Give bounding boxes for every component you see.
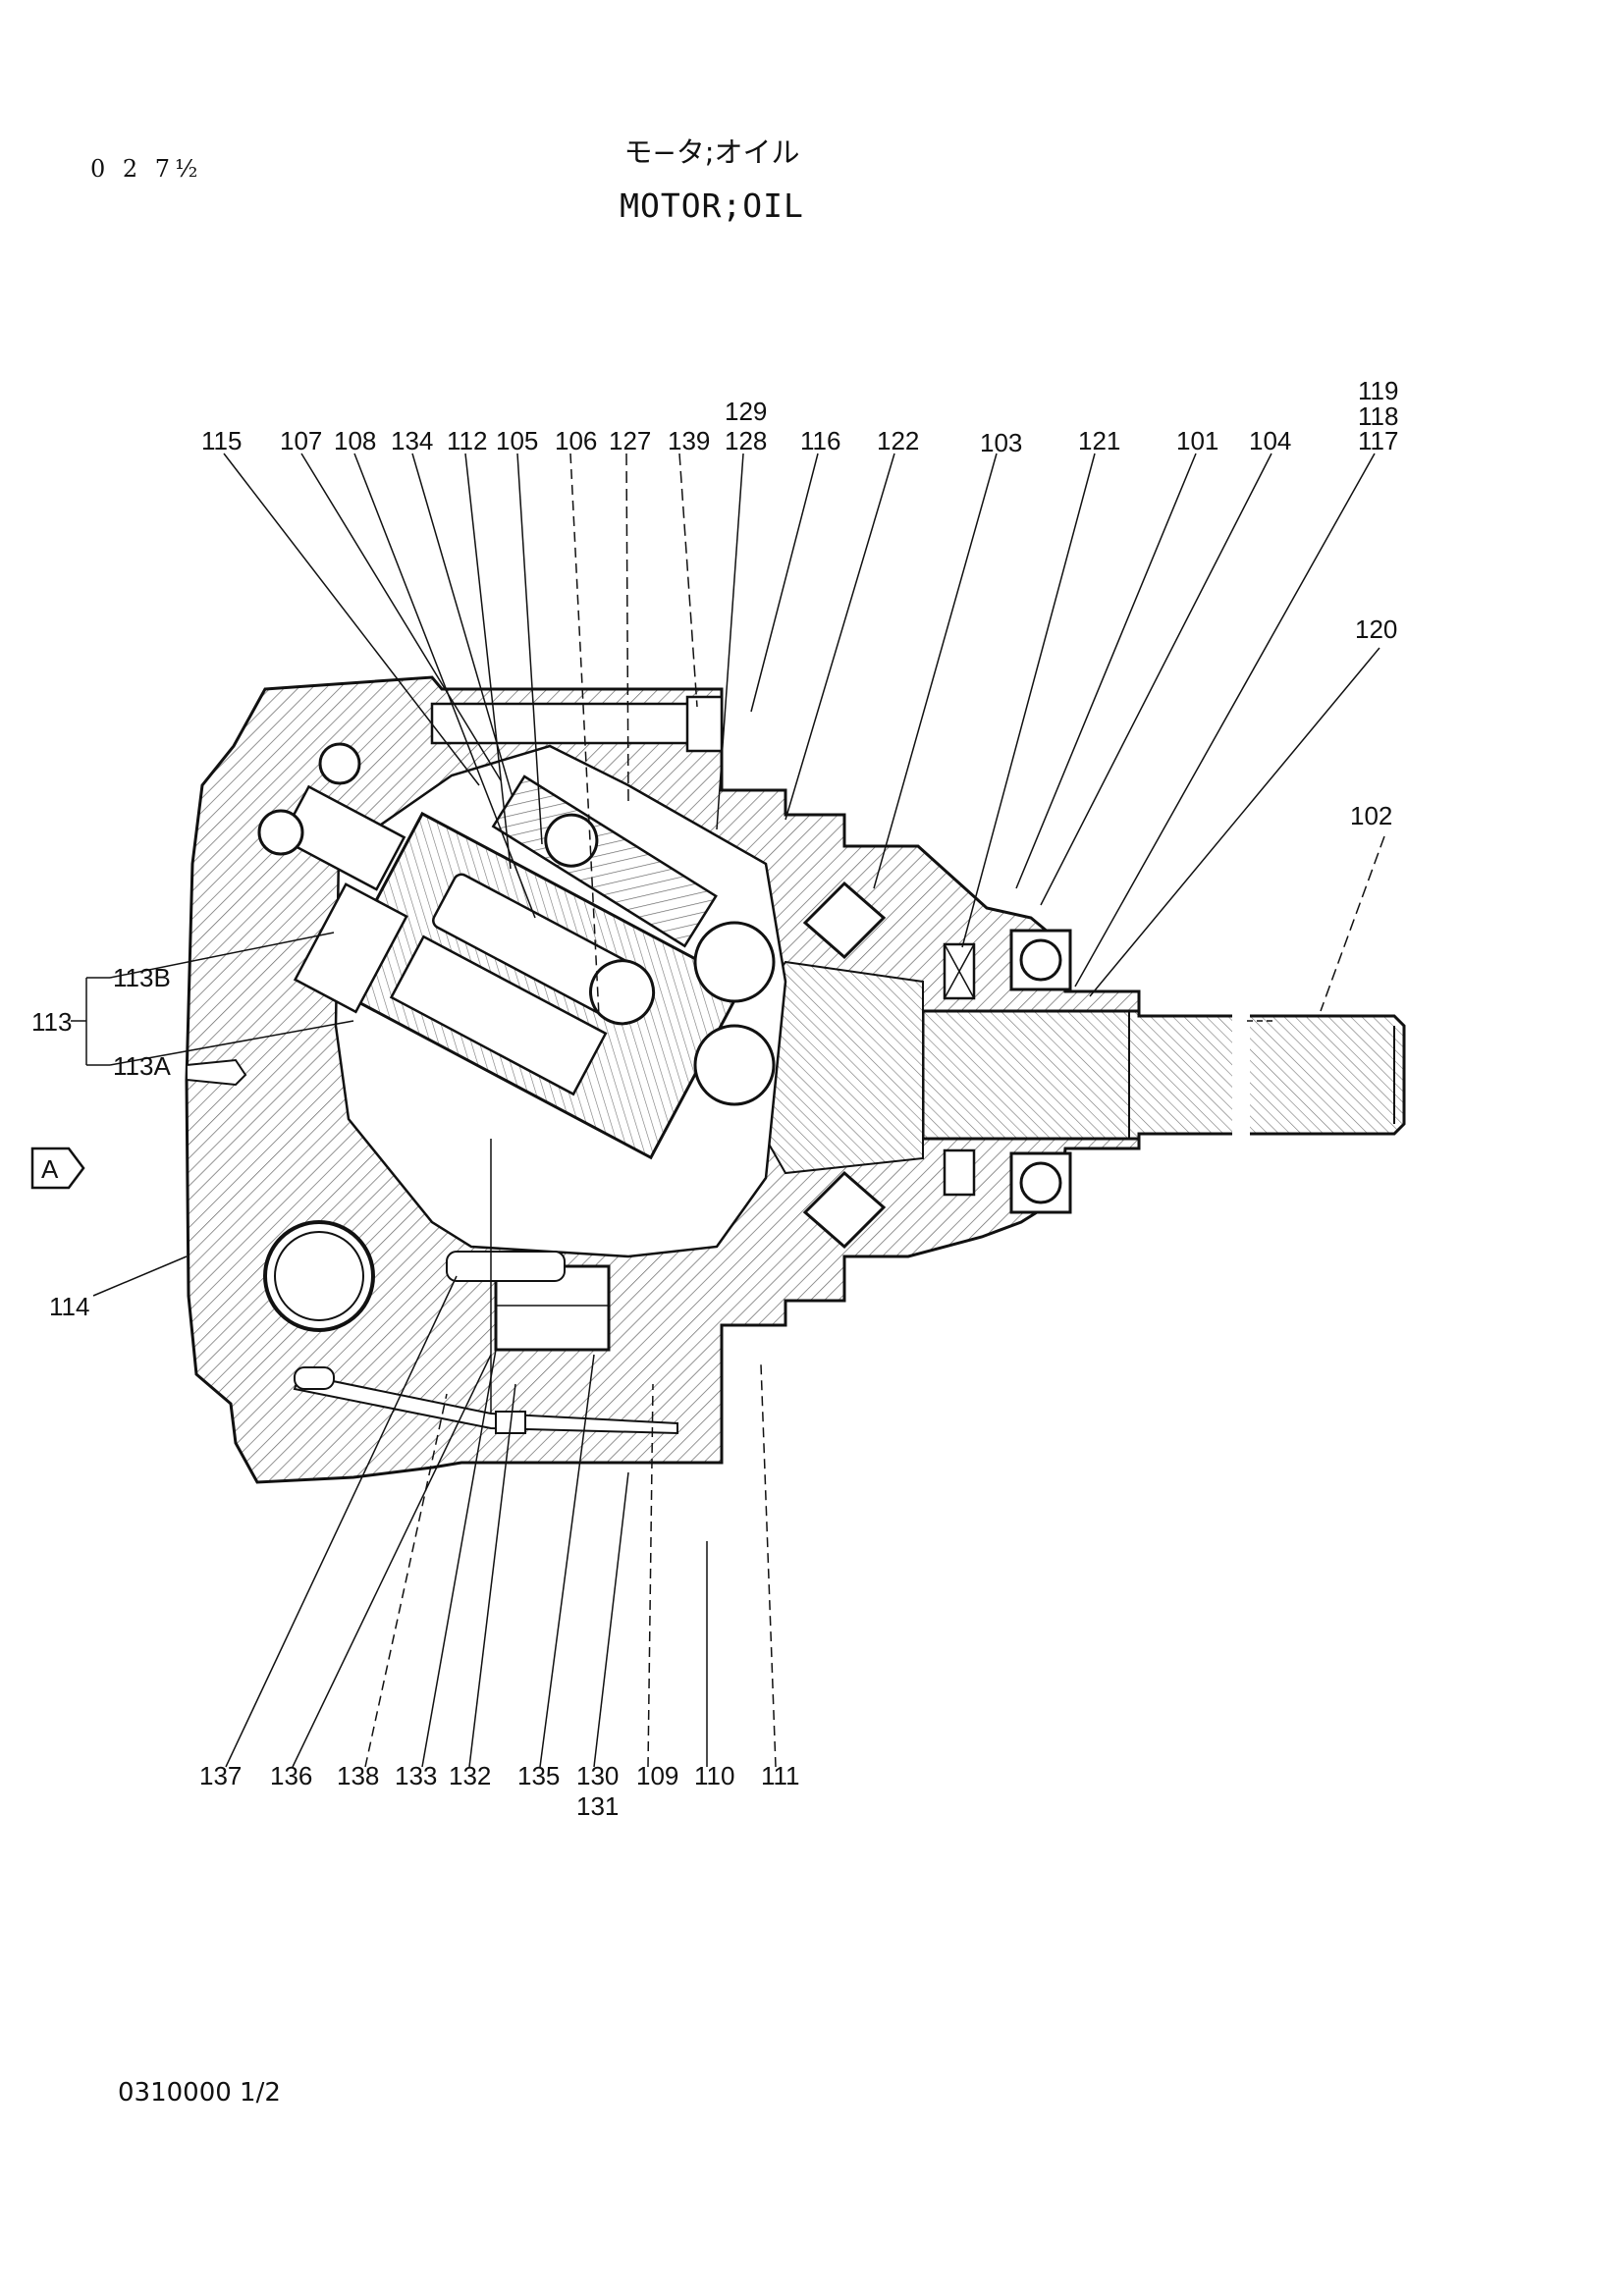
top-bolt <box>430 702 699 745</box>
label-117: 117 <box>1358 426 1398 455</box>
port-upper-left <box>257 809 304 856</box>
output-shaft <box>921 1009 1406 1141</box>
label-101: 101 <box>1176 426 1218 455</box>
label-138: 138 <box>337 1761 379 1790</box>
label-119: 119 <box>1358 376 1398 405</box>
label-127: 127 <box>609 426 651 455</box>
label-106: 106 <box>555 426 597 455</box>
label-116: 116 <box>800 426 840 455</box>
title-english: MOTOR;OIL <box>620 187 804 225</box>
label-113: 113 <box>31 1007 72 1037</box>
drive-shaft-core <box>765 960 924 1175</box>
label-105: 105 <box>496 426 538 455</box>
footer-code: 0310000 1/2 <box>118 2078 281 2108</box>
bearing-upper <box>1009 929 1072 991</box>
label-139: 139 <box>668 426 710 455</box>
port-upper <box>318 742 361 785</box>
label-122: 122 <box>877 426 919 455</box>
label-110: 110 <box>694 1761 734 1790</box>
label-137: 137 <box>199 1761 242 1790</box>
page-code: 0 2 7½ <box>90 155 203 183</box>
label-136: 136 <box>270 1761 312 1790</box>
cylinder-block <box>279 784 745 1160</box>
seal-lower <box>943 1148 976 1197</box>
label-113b: 113B <box>113 963 171 992</box>
label-102: 102 <box>1350 801 1392 830</box>
label-133: 133 <box>395 1761 437 1790</box>
label-111: 111 <box>761 1761 800 1790</box>
label-118: 118 <box>1358 401 1398 431</box>
label-135: 135 <box>517 1761 560 1790</box>
view-a-marker <box>30 1147 85 1190</box>
label-107: 107 <box>280 426 322 455</box>
label-121: 121 <box>1078 426 1120 455</box>
label-128: 128 <box>725 426 767 455</box>
label-132: 132 <box>449 1761 491 1790</box>
ball-joint-lower <box>693 1024 776 1106</box>
label-112: 112 <box>447 426 487 455</box>
roller-bearing-lower <box>802 1170 887 1250</box>
label-103: 103 <box>980 428 1022 457</box>
label-108: 108 <box>334 426 376 455</box>
label-129: 129 <box>725 397 767 426</box>
roller-bearing-upper <box>802 881 887 960</box>
leader-lines <box>71 453 1385 1768</box>
bearing-lower <box>1009 1151 1072 1214</box>
label-114: 114 <box>49 1292 89 1321</box>
port-lower <box>263 1220 375 1332</box>
label-115: 115 <box>201 426 242 455</box>
label-130: 130 <box>576 1761 619 1790</box>
label-113a: 113A <box>113 1051 171 1081</box>
side-bolt <box>186 1058 247 1087</box>
label-120: 120 <box>1355 614 1397 644</box>
ball-joint-upper <box>693 921 776 1003</box>
label-109: 109 <box>636 1761 678 1790</box>
view-a-label: A <box>41 1154 59 1184</box>
label-104: 104 <box>1249 426 1291 455</box>
piston-assembly <box>491 774 718 948</box>
label-131: 131 <box>576 1791 619 1821</box>
label-134: 134 <box>391 426 433 455</box>
title-japanese: モ−タ;オイル <box>623 135 800 169</box>
